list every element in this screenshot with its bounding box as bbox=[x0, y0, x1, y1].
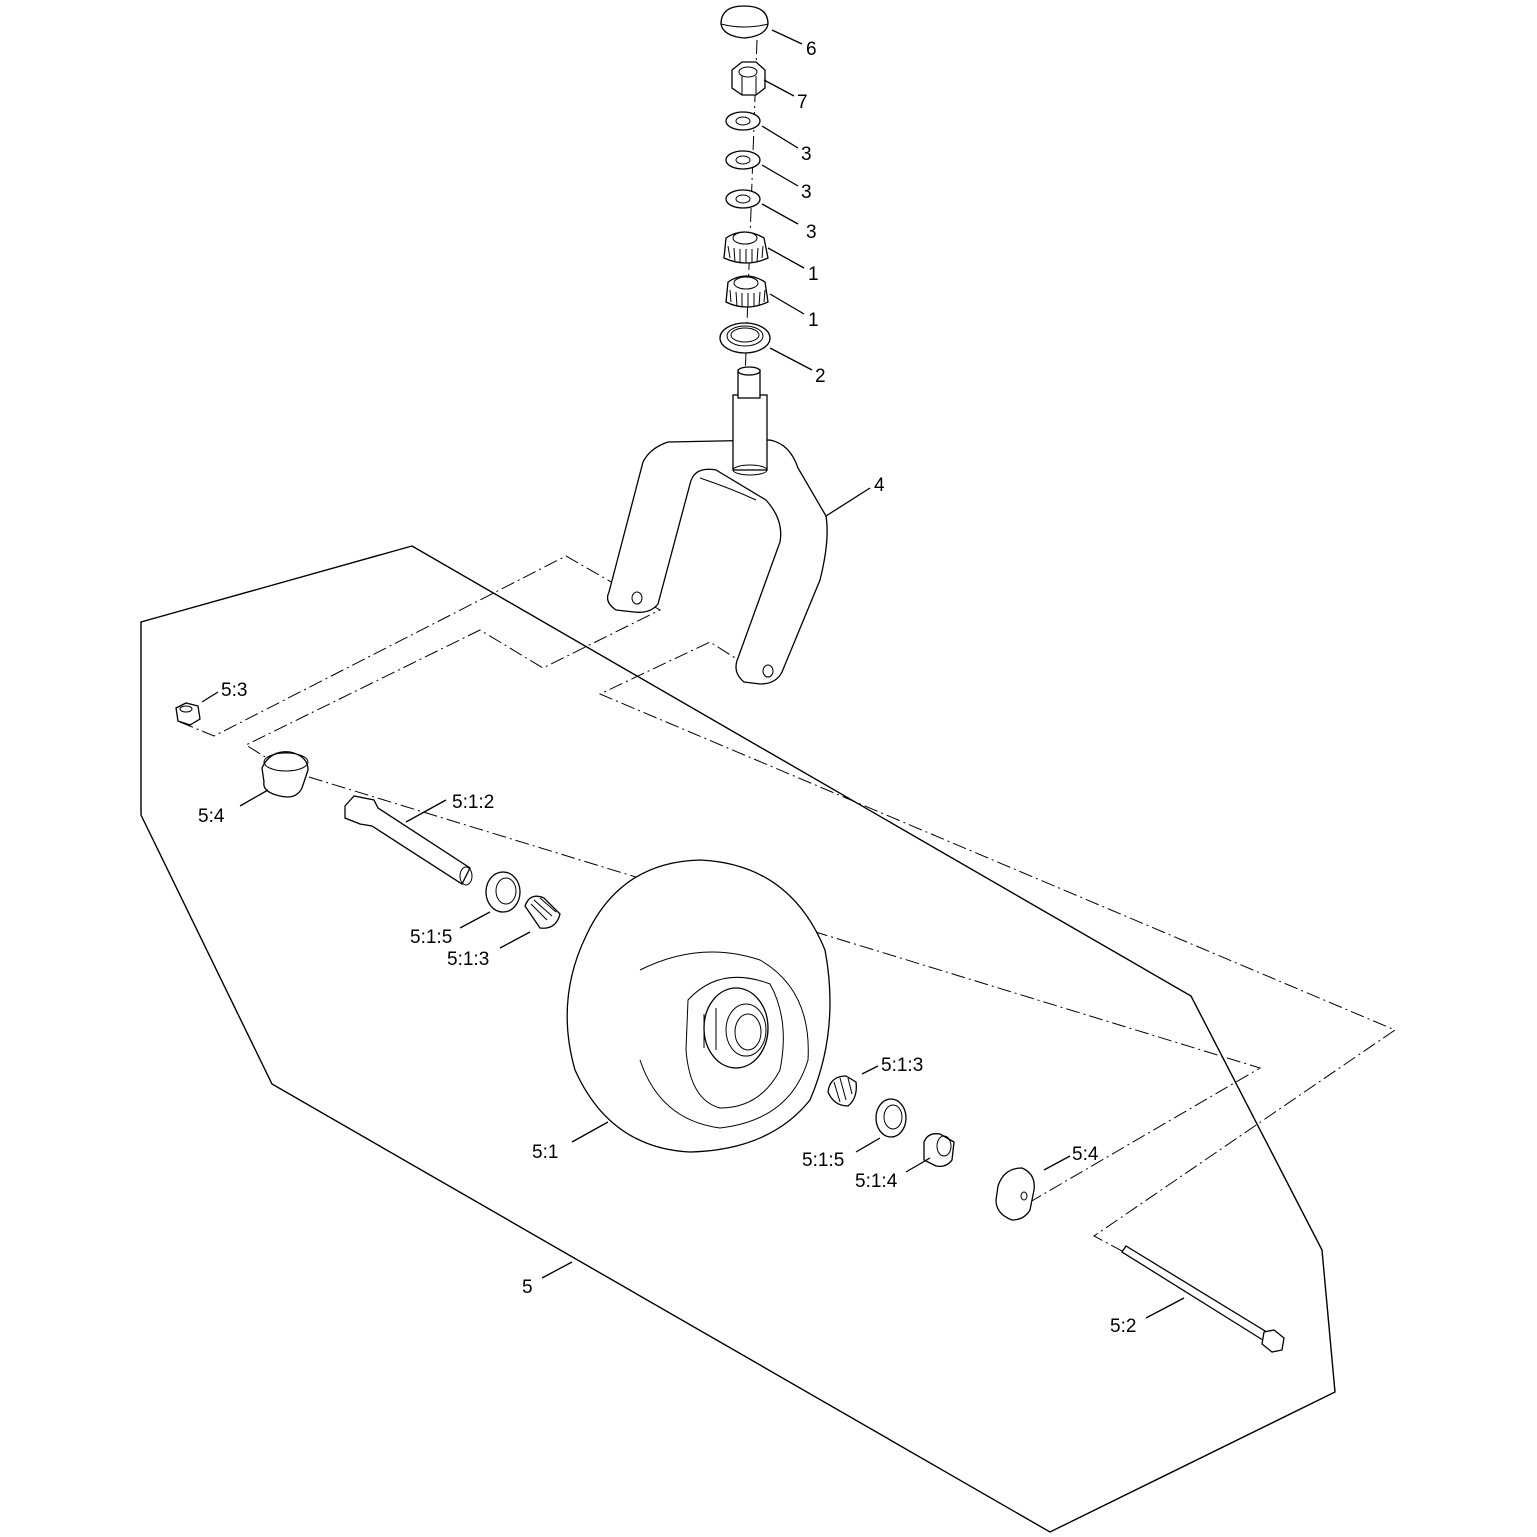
roller-bearing-part-left bbox=[524, 895, 561, 929]
callout-3-a: 3 bbox=[801, 144, 812, 165]
bearing-race-part-right bbox=[875, 1098, 907, 1138]
bearing-race-part-left bbox=[485, 871, 521, 913]
dust-cap-part bbox=[720, 5, 769, 39]
callout-5-1: 5:1 bbox=[532, 1142, 558, 1163]
callout-3-c: 3 bbox=[806, 222, 817, 243]
nut-part bbox=[175, 702, 201, 726]
roller-bearing-part-right bbox=[827, 1075, 857, 1107]
leader-lines bbox=[201, 29, 1185, 1319]
callout-5-2: 5:2 bbox=[1110, 1316, 1136, 1337]
callout-5-1-3-right: 5:1:3 bbox=[881, 1055, 923, 1076]
lock-nut-part bbox=[731, 61, 766, 96]
callout-5: 5 bbox=[522, 1277, 533, 1298]
washer-part-b bbox=[725, 150, 761, 170]
bushing-part bbox=[923, 1133, 955, 1168]
tapered-bearing-part-b bbox=[725, 275, 769, 308]
callout-5-1-4: 5:1:4 bbox=[855, 1171, 898, 1192]
callout-4: 4 bbox=[874, 475, 885, 496]
bearing-cup-part bbox=[719, 322, 771, 354]
callout-5-4-right: 5:4 bbox=[1072, 1144, 1099, 1165]
callout-6: 6 bbox=[806, 39, 817, 60]
callout-5-4-left: 5:4 bbox=[198, 806, 225, 827]
caster-fork-part bbox=[606, 366, 828, 685]
callout-2: 2 bbox=[815, 366, 826, 387]
axle-tube-part bbox=[344, 795, 473, 886]
spacer-part-left bbox=[261, 751, 309, 798]
washer-part-a bbox=[725, 111, 761, 131]
callout-1-a: 1 bbox=[808, 264, 819, 285]
callout-3-b: 3 bbox=[801, 182, 812, 203]
wheel-tire-part bbox=[566, 859, 831, 1153]
callout-5-1-5-left: 5:1:5 bbox=[410, 927, 452, 948]
washer-part-c bbox=[725, 189, 761, 209]
tapered-bearing-part-a bbox=[723, 231, 769, 264]
callout-5-1-3-left: 5:1:3 bbox=[447, 949, 489, 970]
callout-5-1-2: 5:1:2 bbox=[452, 792, 494, 813]
bolt-part bbox=[1121, 1245, 1285, 1353]
spacer-part-right bbox=[995, 1167, 1035, 1221]
callout-labels: 6 7 3 3 3 1 1 2 4 5:3 5:4 5:1:2 5:1:5 5:… bbox=[198, 39, 1136, 1337]
callout-5-3: 5:3 bbox=[221, 680, 247, 701]
callout-1-b: 1 bbox=[808, 310, 819, 331]
assembly-5-outline bbox=[140, 545, 1336, 1533]
callout-5-1-5-right: 5:1:5 bbox=[802, 1150, 844, 1171]
callout-7: 7 bbox=[797, 92, 808, 113]
